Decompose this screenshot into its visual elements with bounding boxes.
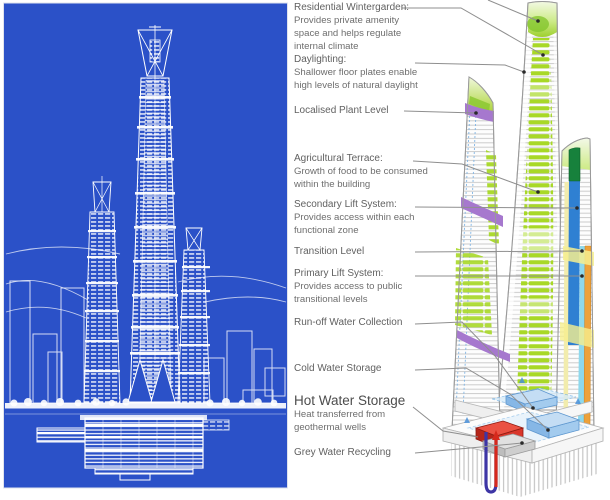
leader-dots xyxy=(474,19,584,445)
label-cold-water-storage: Cold Water Storage xyxy=(294,362,434,375)
pale-yellow-strip xyxy=(563,182,569,426)
main-tower xyxy=(497,0,567,411)
blueprint-right-tower xyxy=(177,227,211,404)
label-title: Localised Plant Level xyxy=(294,105,389,116)
transition-band-lower xyxy=(560,322,594,348)
label-title: Run-off Water Collection xyxy=(294,317,403,328)
left-tower-green-lower xyxy=(455,248,492,335)
label-desc: Shallower floor plates enable high level… xyxy=(294,67,418,91)
plant-level-band-1 xyxy=(465,103,494,122)
label-desc: Provides access to public transitional l… xyxy=(294,281,403,305)
label-residential-wintergarden: Residential Wintergarden: Provides priva… xyxy=(294,1,434,53)
right-tower xyxy=(555,137,595,434)
label-title: Primary Lift System: xyxy=(294,268,384,279)
label-run-off-water-collection: Run-off Water Collection xyxy=(294,316,434,329)
geothermal-pipe xyxy=(484,430,500,494)
label-hot-water-storage: Hot Water Storage Heat transferred from … xyxy=(294,393,434,434)
grey-water-tank xyxy=(481,433,537,458)
plant-cap-dark-green xyxy=(568,147,581,182)
flow-arrows xyxy=(464,377,581,423)
label-title: Cold Water Storage xyxy=(294,363,382,374)
blueprint-skyline xyxy=(9,280,286,404)
plant-level-band-3 xyxy=(457,330,510,362)
label-localised-plant-level: Localised Plant Level xyxy=(294,104,434,117)
label-title: Residential Wintergarden: xyxy=(294,2,410,13)
blueprint-ground xyxy=(5,398,286,415)
heat-flow-arrow xyxy=(492,430,500,440)
label-primary-lift-system: Primary Lift System: Provides access to … xyxy=(294,267,434,306)
label-desc: Provides private amenity space and helps… xyxy=(294,15,402,52)
label-title: Grey Water Recycling xyxy=(294,447,391,458)
label-desc: Heat transferred from geothermal wells xyxy=(294,409,386,433)
label-title: Daylighting: xyxy=(294,54,347,65)
label-grey-water-recycling: Grey Water Recycling xyxy=(294,446,434,459)
plant-level-band-2 xyxy=(461,197,503,227)
blueprint-basement xyxy=(36,415,230,481)
label-desc: Growth of food to be consumed within the… xyxy=(294,166,428,190)
label-agricultural-terrace: Agricultural Terrace: Growth of food to … xyxy=(294,152,434,191)
label-daylighting: Daylighting: Shallower floor plates enab… xyxy=(294,53,434,92)
left-tower xyxy=(451,76,510,431)
blueprint-left-tower xyxy=(83,176,121,404)
main-tower-green-floors xyxy=(517,38,554,400)
label-title: Agricultural Terrace: xyxy=(294,153,383,164)
blueprint-main-tower xyxy=(127,25,181,404)
label-desc: Provides access within each functional z… xyxy=(294,212,415,236)
cold-water-tank xyxy=(525,411,581,439)
secondary-lift-core xyxy=(568,181,580,345)
label-secondary-lift-system: Secondary Lift System: Provides access w… xyxy=(294,198,434,237)
label-title: Hot Water Storage xyxy=(294,393,406,408)
blueprint-panel xyxy=(3,2,288,489)
label-title: Transition Level xyxy=(294,246,365,257)
leader-lines xyxy=(402,0,583,454)
label-transition-level: Transition Level xyxy=(294,245,434,258)
label-title: Secondary Lift System: xyxy=(294,199,397,210)
cutaway-panel xyxy=(402,0,605,497)
